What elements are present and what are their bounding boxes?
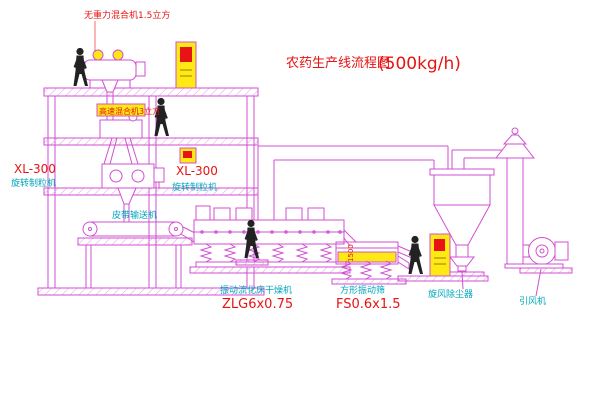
belt-conveyor-unit bbox=[82, 221, 198, 243]
ground-hatch-cabinet bbox=[397, 275, 489, 282]
dryer-base-frame bbox=[195, 261, 347, 268]
label-belt-conveyor: 皮带输送机 bbox=[112, 209, 157, 221]
building-structure bbox=[37, 87, 265, 296]
granulator-motor bbox=[153, 167, 165, 183]
mixer-gearbox bbox=[135, 61, 146, 77]
high-speed-mixer-unit bbox=[99, 112, 143, 165]
page-title-capacity: (500kg/h) bbox=[378, 54, 461, 74]
fan-base bbox=[504, 263, 564, 269]
screen-outlet-spout bbox=[397, 255, 410, 270]
ground-hatch-building bbox=[37, 287, 265, 296]
cyclone-discharge-cone bbox=[448, 256, 476, 267]
label-granulator-left-model: XL-300 bbox=[14, 162, 56, 176]
exhaust-duct bbox=[257, 145, 449, 220]
granulator-body bbox=[101, 163, 155, 189]
leader-line bbox=[535, 268, 542, 297]
platform-hatch-worker bbox=[235, 259, 269, 266]
dimension-text: 1500 bbox=[347, 244, 355, 262]
square-vibrating-screen-unit bbox=[331, 229, 413, 285]
ground-hatch-screen bbox=[331, 278, 407, 285]
leader-line bbox=[461, 271, 464, 290]
mixer-body bbox=[83, 59, 137, 81]
platform-leg bbox=[85, 244, 92, 289]
ground-hatch-dryer bbox=[189, 266, 351, 274]
fluid-bed-dryer-unit bbox=[189, 205, 351, 274]
worker-figure bbox=[408, 235, 423, 274]
exhaust-stack-unit bbox=[494, 127, 536, 265]
dryer-sight-bolts bbox=[200, 230, 342, 234]
control-cabinet-roof bbox=[175, 41, 197, 89]
conveyor-pulley bbox=[82, 221, 98, 237]
worker-figure bbox=[154, 97, 169, 136]
induced-draft-fan-unit bbox=[504, 237, 573, 274]
fan-volute bbox=[528, 237, 556, 265]
label-fan: 引风机 bbox=[519, 295, 546, 307]
stack-finial bbox=[511, 127, 519, 135]
cyclone-cylinder bbox=[433, 174, 491, 206]
label-granulator-right-model: XL-300 bbox=[176, 164, 218, 178]
rotary-granulator-unit bbox=[101, 163, 165, 222]
stack-duct bbox=[506, 157, 524, 265]
cyclone-separator-unit bbox=[429, 149, 507, 277]
conveyor-platform-slab bbox=[77, 237, 193, 246]
page-title: 农药生产线流程图 bbox=[286, 56, 390, 71]
cabinet-panel bbox=[434, 239, 445, 251]
ground-hatch-fan bbox=[519, 267, 573, 274]
label-screen-name: 方形振动筛 bbox=[340, 284, 385, 296]
cabinet-panel bbox=[180, 47, 192, 62]
label-dryer-name: 振动流化床干燥机 bbox=[220, 284, 292, 296]
label-cyclone: 旋风除尘器 bbox=[428, 288, 473, 300]
fan-motor bbox=[554, 241, 569, 261]
label-granulator-left-name: 旋转制粒机 bbox=[11, 177, 56, 189]
dryer-access-door bbox=[285, 207, 303, 221]
label-highlight bbox=[96, 103, 146, 117]
gravity-mixer-unit bbox=[83, 49, 146, 120]
label-screen-model: FS0.6x1.5 bbox=[336, 297, 401, 312]
cabinet-panel bbox=[183, 151, 192, 158]
granulator-discharge-funnel bbox=[117, 187, 137, 205]
screen-body bbox=[335, 241, 399, 265]
label-granulator-right-name: 旋转制粒机 bbox=[172, 181, 217, 193]
conveyor-pulley bbox=[168, 221, 184, 237]
small-control-box-third-floor bbox=[179, 147, 197, 164]
mixer-motor-icon bbox=[92, 49, 104, 61]
control-cabinet-ground bbox=[397, 233, 489, 282]
label-high-speed-mixer: 高速混合机3立方 bbox=[99, 106, 160, 116]
dryer-access-door bbox=[307, 207, 325, 221]
mixer2-body bbox=[99, 119, 143, 139]
label-top-mixer: 无重力混合机1.5立方 bbox=[84, 9, 170, 21]
label-dryer-model: ZLG6x0.75 bbox=[222, 297, 293, 312]
floor-slab-second bbox=[43, 137, 259, 146]
floor-slab-third bbox=[43, 187, 259, 196]
cyclone-discharge-valve bbox=[457, 265, 467, 272]
cyclone-dipleg bbox=[455, 244, 469, 258]
platform-leg bbox=[175, 244, 182, 289]
floor-slab-top bbox=[43, 87, 259, 97]
dryer-access-door bbox=[213, 207, 231, 221]
stack-rain-cap bbox=[494, 143, 536, 159]
cyclone-lid bbox=[429, 168, 495, 176]
mixer-motor-icon bbox=[112, 49, 124, 61]
dryer-access-door bbox=[235, 207, 253, 221]
stack-rain-cap-top bbox=[502, 134, 528, 145]
worker-figure bbox=[73, 47, 88, 86]
dryer-inlet-box bbox=[195, 205, 211, 221]
